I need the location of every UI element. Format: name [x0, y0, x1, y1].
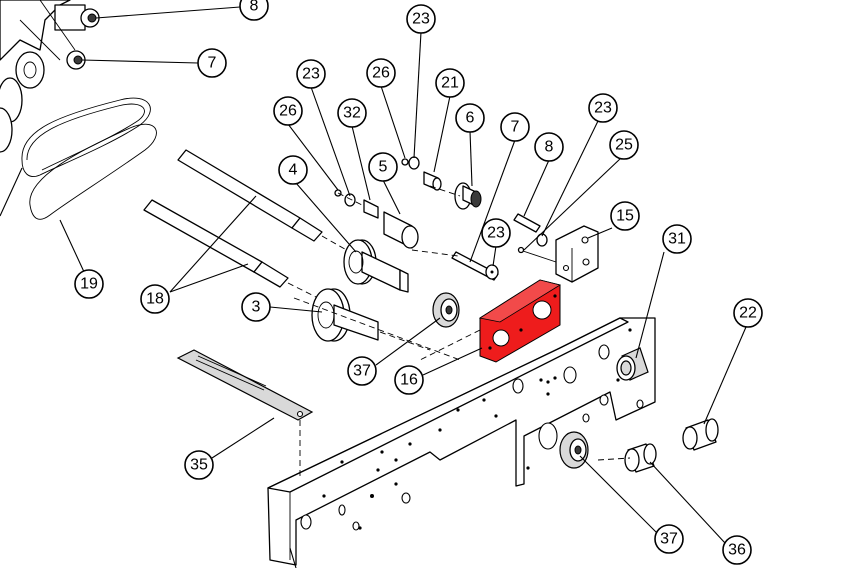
- svg-text:26: 26: [372, 65, 390, 82]
- svg-text:7: 7: [511, 119, 520, 136]
- callout-8-top: 8: [239, 0, 269, 21]
- callouts: 8 7 23 26 21 23 26 32 6 7 8 23 25 5 4 15…: [74, 0, 763, 565]
- callout-26-b: 26: [273, 96, 303, 126]
- pulley-3: [311, 288, 379, 342]
- callout-5: 5: [368, 152, 398, 182]
- svg-text:4: 4: [289, 162, 298, 179]
- belts: [21, 97, 157, 220]
- callout-37-a: 37: [347, 356, 377, 386]
- bushing-36: [624, 443, 657, 473]
- callout-15: 15: [610, 201, 640, 231]
- svg-text:25: 25: [615, 137, 633, 154]
- callout-23-a: 23: [406, 4, 436, 34]
- bushing-31: [616, 347, 649, 381]
- svg-text:19: 19: [80, 276, 98, 293]
- svg-text:31: 31: [668, 231, 686, 248]
- callout-7-top: 7: [197, 48, 227, 78]
- svg-text:8: 8: [250, 0, 259, 15]
- callout-37-b: 37: [654, 524, 684, 554]
- callout-4: 4: [278, 155, 308, 185]
- callout-23-d: 23: [481, 218, 511, 248]
- svg-text:37: 37: [353, 363, 371, 380]
- bushing-22: [682, 418, 719, 451]
- svg-text:18: 18: [146, 291, 164, 308]
- svg-text:23: 23: [412, 11, 430, 28]
- svg-text:16: 16: [400, 372, 418, 389]
- callout-22: 22: [733, 298, 763, 328]
- svg-text:3: 3: [252, 299, 261, 316]
- svg-text:32: 32: [343, 105, 361, 122]
- callout-19: 19: [74, 269, 104, 299]
- svg-text:23: 23: [487, 225, 505, 242]
- bearing-37-b: [559, 431, 589, 469]
- svg-text:23: 23: [302, 66, 320, 83]
- svg-text:7: 7: [208, 55, 217, 72]
- svg-text:26: 26: [279, 103, 297, 120]
- shafts: [143, 149, 351, 299]
- svg-text:36: 36: [728, 542, 746, 559]
- callout-32: 32: [337, 98, 367, 128]
- svg-text:8: 8: [545, 139, 554, 156]
- svg-text:37: 37: [660, 531, 678, 548]
- svg-text:35: 35: [190, 457, 208, 474]
- callout-18: 18: [140, 284, 170, 314]
- main-frame: [267, 317, 656, 566]
- callout-36: 36: [722, 535, 752, 565]
- leader-lines: [0, 6, 747, 568]
- svg-text:22: 22: [739, 305, 757, 322]
- plate-35: [176, 349, 314, 421]
- callout-8-mid: 8: [534, 132, 564, 162]
- callout-31: 31: [662, 224, 692, 254]
- assembly-lines: [293, 185, 631, 480]
- svg-text:5: 5: [379, 159, 388, 176]
- pulley-4: [343, 239, 409, 293]
- callout-23-b: 23: [296, 59, 326, 89]
- bearing-37-a: [432, 292, 460, 328]
- top-left-assembly: [0, 0, 100, 153]
- svg-text:15: 15: [616, 208, 634, 225]
- callout-35: 35: [184, 450, 214, 480]
- svg-text:21: 21: [441, 75, 459, 92]
- callout-6: 6: [455, 103, 485, 133]
- callout-7-mid: 7: [500, 112, 530, 142]
- callout-16: 16: [394, 365, 424, 395]
- svg-text:6: 6: [466, 110, 475, 127]
- plate-16-highlighted: [478, 279, 562, 363]
- small-parts: [334, 156, 599, 283]
- callout-25: 25: [609, 130, 639, 160]
- callout-26-a: 26: [366, 58, 396, 88]
- svg-text:23: 23: [594, 100, 612, 117]
- callout-23-c: 23: [588, 93, 618, 123]
- callout-21: 21: [435, 68, 465, 98]
- callout-3: 3: [241, 292, 271, 322]
